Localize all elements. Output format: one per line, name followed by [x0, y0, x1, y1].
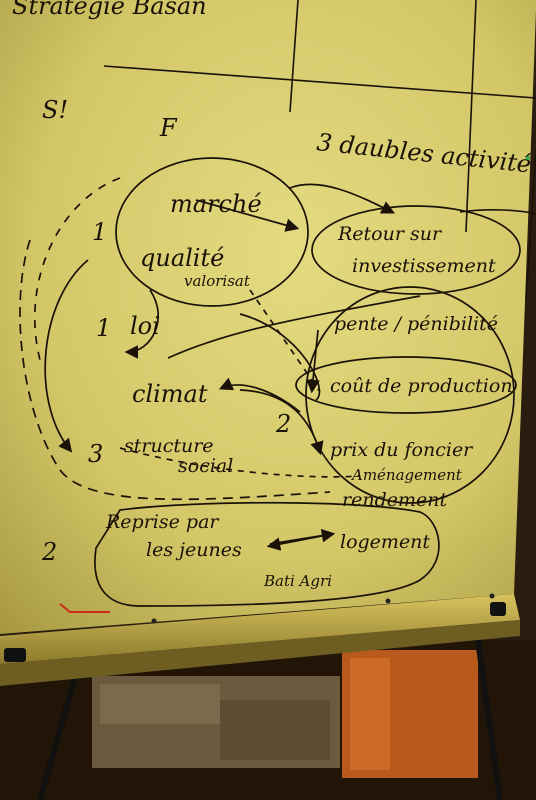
- node-structure: structure: [124, 435, 214, 457]
- node-investissement: investissement: [352, 255, 496, 277]
- node-qualite: qualité: [140, 244, 224, 272]
- node-penibilite: pente / pénibilité: [334, 313, 498, 335]
- node-logement: logement: [340, 531, 430, 553]
- column-s-label: S!: [42, 96, 68, 124]
- node-loi: loi: [130, 312, 160, 340]
- node-valorisat: valorisat: [184, 272, 251, 290]
- number-2-bottom: 2: [41, 538, 57, 566]
- node-prix-foncier: prix du foncier: [330, 439, 474, 461]
- number-3: 3: [88, 440, 103, 468]
- node-marche: marché: [170, 190, 262, 218]
- node-reprise-line2: les jeunes: [146, 539, 242, 561]
- node-climat: climat: [132, 380, 208, 408]
- number-1-top: 1: [92, 218, 107, 246]
- node-bati-agri: Bati Agri: [263, 572, 332, 590]
- node-reprise-line1: Reprise par: [105, 511, 220, 533]
- tray-clip-left: [4, 648, 26, 662]
- node-rendement: rendement: [342, 489, 447, 511]
- node-social: social: [178, 455, 233, 477]
- board-title: Stratégie Basan: [12, 0, 207, 20]
- tray-bolt-mid: [385, 598, 391, 604]
- node-retour: Retour sur: [337, 223, 443, 245]
- number-2-mid: 2: [275, 410, 291, 438]
- node-cout-production: coût de production: [330, 375, 513, 397]
- tray-clip-right: [490, 602, 506, 616]
- column-f-label: F: [159, 114, 178, 142]
- whiteboard: [0, 0, 536, 634]
- node-amenagement: Aménagement: [350, 466, 463, 484]
- tray-bolt-left: [151, 618, 157, 624]
- tray-bolt-right: [489, 593, 495, 599]
- number-1-mid: 1: [96, 314, 111, 342]
- marker-tray: [0, 594, 520, 664]
